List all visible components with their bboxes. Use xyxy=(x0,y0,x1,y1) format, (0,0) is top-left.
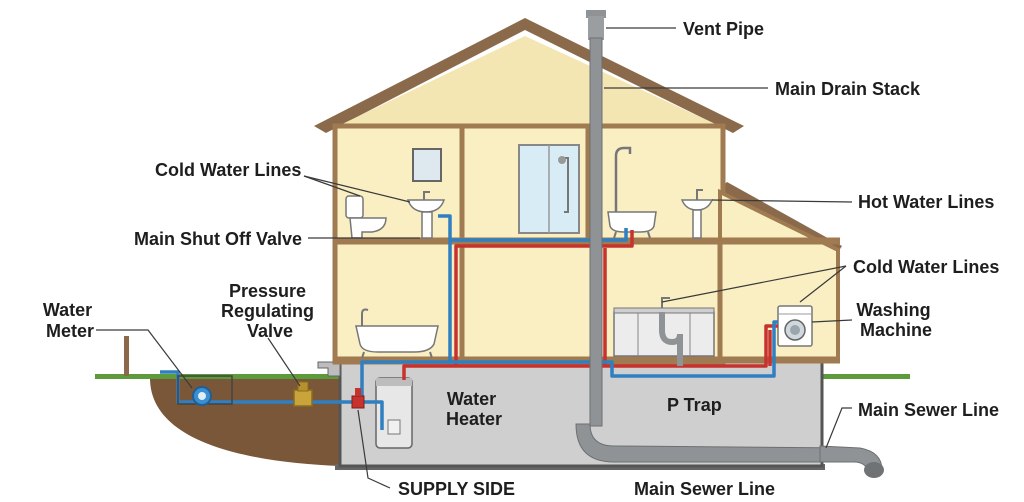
label-water-heater: Water Heater xyxy=(446,389,502,429)
grass-line-right xyxy=(822,374,910,379)
main-drain-stack xyxy=(589,37,603,427)
label-main-drain-stack: Main Drain Stack xyxy=(775,79,921,99)
bathtub-ground xyxy=(355,308,439,359)
label-hot-water-lines: Hot Water Lines xyxy=(858,192,994,212)
shower-head xyxy=(614,146,632,230)
main-shut-off-valve xyxy=(351,388,365,409)
label-water-meter-line-2: Meter xyxy=(46,321,94,341)
label-main-sewer-line-bottom: Main Sewer Line xyxy=(634,479,775,499)
hot-water-pipes xyxy=(402,230,778,380)
label-pressure-regulating-valve: Pressure Regulating Valve xyxy=(221,281,319,341)
sink-upstairs-left xyxy=(406,191,446,239)
water-heater xyxy=(375,377,413,449)
label-main-shut-off-valve: Main Shut Off Valve xyxy=(134,229,302,249)
label-washing-line-1: Washing xyxy=(856,300,930,320)
label-pressure-line-2: Regulating xyxy=(221,301,314,321)
label-main-sewer-line-right: Main Sewer Line xyxy=(858,400,999,420)
sink-upstairs-right xyxy=(680,189,714,239)
drain-system xyxy=(575,10,884,478)
leader-hot-water-lines xyxy=(711,199,853,203)
roof xyxy=(314,18,842,252)
vent-cap xyxy=(586,10,606,18)
leader-cold-water-lines-a xyxy=(303,175,361,197)
label-p-trap: P Trap xyxy=(667,395,722,415)
label-water-meter-line-1: Water xyxy=(43,300,92,320)
label-water-heater-line-2: Heater xyxy=(446,409,502,429)
leader-cold-water-lines-right-a xyxy=(661,265,847,303)
vent-pipe xyxy=(588,16,604,40)
label-cold-water-lines-right: Cold Water Lines xyxy=(853,257,999,277)
leader-pressure-regulating-valve xyxy=(267,337,301,387)
label-washing-line-2: Machine xyxy=(860,320,932,340)
leader-main-sewer-line-right xyxy=(825,407,852,449)
leader-water-meter xyxy=(96,329,193,389)
yard-post xyxy=(124,336,129,376)
leader-lines xyxy=(96,27,853,489)
sewer-elbow xyxy=(575,423,853,463)
pressure-regulating-valve xyxy=(293,381,313,407)
meter-and-valves xyxy=(177,375,365,409)
washing-machine xyxy=(777,305,813,347)
label-water-heater-line-1: Water xyxy=(447,389,496,409)
water-meter xyxy=(192,386,212,406)
leader-cold-water-lines-b xyxy=(303,175,411,203)
attic-fill xyxy=(336,36,722,127)
leader-supply-side xyxy=(357,409,391,489)
label-pressure-line-1: Pressure xyxy=(229,281,306,301)
bathtub-upstairs xyxy=(607,211,657,239)
p-trap xyxy=(659,312,683,356)
label-pressure-line-3: Valve xyxy=(247,321,293,341)
leader-washing-machine xyxy=(811,319,853,323)
label-washing-machine: Washing Machine xyxy=(856,300,935,340)
label-supply-side: SUPPLY SIDE xyxy=(398,479,515,499)
labels: Vent Pipe Main Drain Stack Cold Water Li… xyxy=(43,19,1000,499)
shower-window xyxy=(518,144,580,234)
toilet xyxy=(345,195,387,239)
label-vent-pipe: Vent Pipe xyxy=(683,19,764,39)
sewer-outlet xyxy=(864,462,884,478)
label-water-meter: Water Meter xyxy=(43,300,97,341)
leader-cold-water-lines-right-b xyxy=(799,265,847,303)
label-cold-water-lines-upper: Cold Water Lines xyxy=(155,160,301,180)
roof-annex xyxy=(720,182,842,252)
mirror xyxy=(412,148,442,182)
